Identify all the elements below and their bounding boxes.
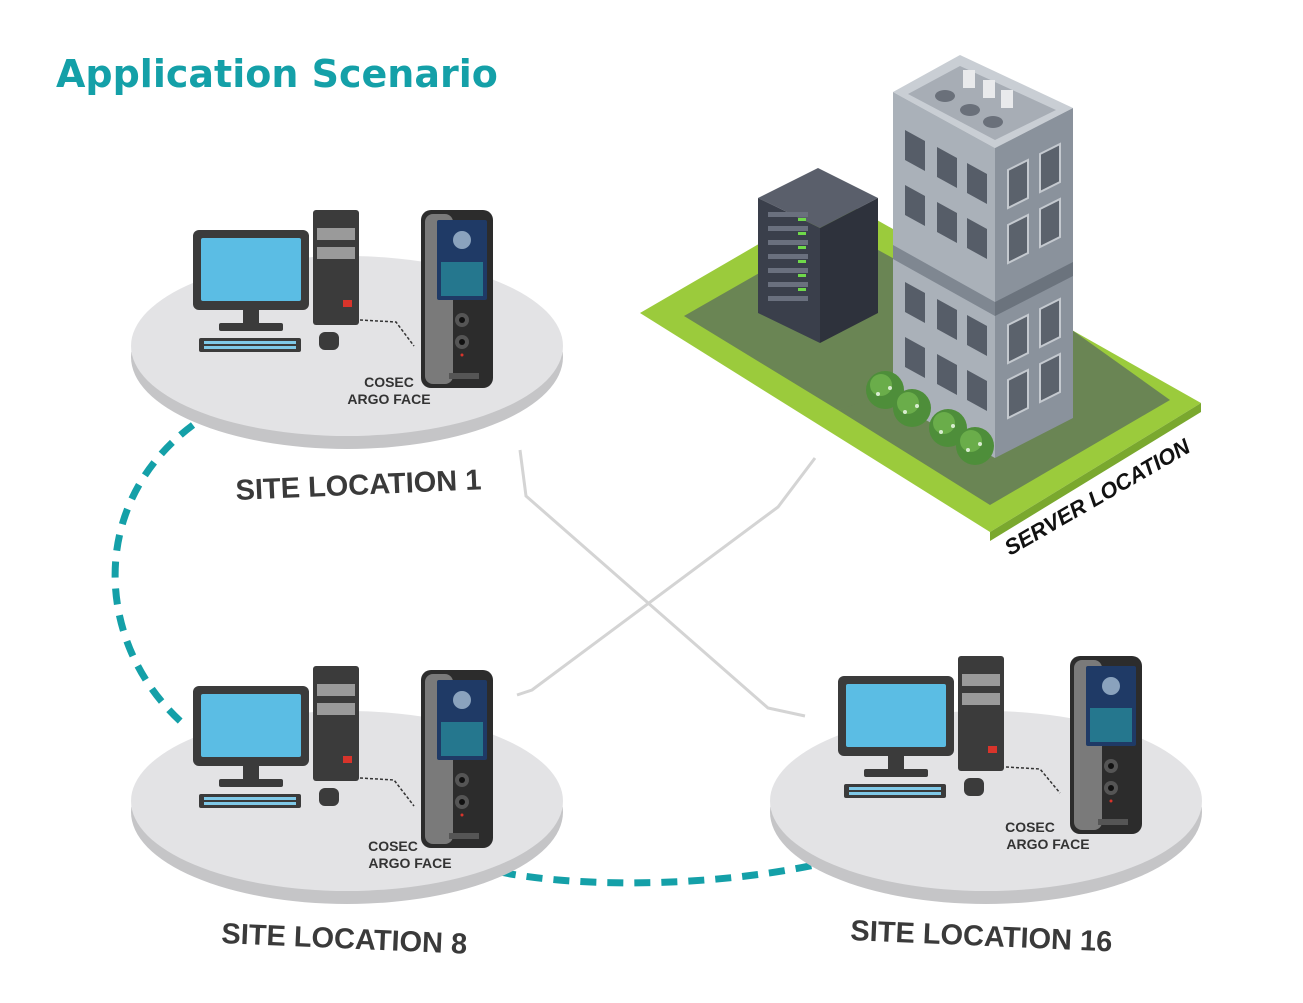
server-rack: [758, 168, 878, 343]
site-label: SITE LOCATION 8: [221, 918, 468, 961]
site-8: COSEC ARGO FACE SITE LOCATION 8: [131, 666, 563, 961]
cable: [1005, 766, 1061, 794]
site-16: COSEC ARGO FACE SITE LOCATION 16: [770, 656, 1202, 958]
dashed-link-site1-site8: [111, 422, 196, 731]
lawn-base: [990, 403, 1201, 541]
page-title: Application Scenario: [56, 52, 498, 96]
server-location: SERVER LOCATION: [640, 55, 1201, 560]
face-terminal-icon: [421, 670, 493, 848]
site-label: SITE LOCATION 1: [235, 464, 482, 507]
device-label-line2: ARGO FACE: [1006, 836, 1089, 852]
site-label: SITE LOCATION 16: [850, 915, 1113, 958]
site-1: COSEC ARGO FACE SITE LOCATION 1: [131, 210, 563, 507]
device-label-line2: ARGO FACE: [347, 391, 430, 407]
cable: [359, 777, 415, 807]
link-site8-server: [516, 457, 817, 697]
device-label-line1: COSEC: [368, 838, 418, 854]
network-links: [111, 422, 829, 887]
face-terminal-icon: [421, 210, 493, 388]
device-label-line1: COSEC: [364, 374, 414, 390]
link-site1-site16: [518, 449, 806, 718]
office-building: [893, 55, 1073, 458]
dashed-link-site8-site16: [499, 858, 829, 887]
device-label-line2: ARGO FACE: [368, 855, 451, 871]
face-terminal-icon: [1070, 656, 1142, 834]
cable: [359, 319, 415, 347]
device-label-line1: COSEC: [1005, 819, 1055, 835]
